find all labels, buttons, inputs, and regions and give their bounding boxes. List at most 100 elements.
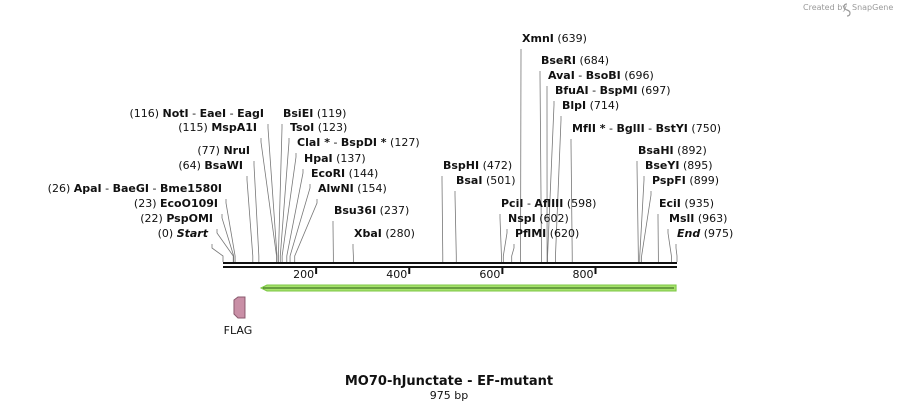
site-label[interactable]: Bsu36I (237) — [334, 204, 409, 217]
site-position: (137) — [336, 152, 366, 165]
enzyme-name: Bsu36I — [334, 204, 376, 217]
enzyme-name: BsaI — [456, 174, 482, 187]
site-position: (602) — [539, 212, 569, 225]
site-label[interactable]: PspFI (899) — [652, 174, 719, 187]
site-position: (23) — [134, 197, 157, 210]
site-label[interactable]: (23) EcoO109I — [134, 197, 218, 210]
site-position: (935) — [684, 197, 714, 210]
site-label[interactable]: TsoI (123) — [290, 121, 347, 134]
site-label[interactable]: PflMI (620) — [515, 227, 579, 240]
map-title: MO70-hJunctate - EF-mutant — [345, 374, 553, 389]
site-leader-line — [454, 191, 457, 262]
site-label[interactable]: BspHI (472) — [443, 159, 512, 172]
site-leader-line — [499, 214, 502, 262]
enzyme-name: PspOMI — [166, 212, 213, 225]
site-leader-line — [289, 184, 311, 262]
site-separator: - — [330, 136, 341, 149]
site-position: (963) — [698, 212, 728, 225]
enzyme-name: Bme1580I — [160, 182, 222, 195]
enzyme-name: AflIII — [534, 197, 563, 210]
site-position: (115) — [178, 121, 208, 134]
site-label[interactable]: NspI (602) — [508, 212, 569, 225]
site-position: (750) — [691, 122, 721, 135]
site-label[interactable]: ClaI * - BspDI * (127) — [297, 136, 420, 149]
site-label[interactable]: MfII * - BglII - BstYI (750) — [572, 122, 721, 135]
site-label[interactable]: AlwNI (154) — [318, 182, 387, 195]
flag-feature-arrow[interactable] — [233, 296, 246, 319]
site-label[interactable]: XmnI (639) — [522, 32, 587, 45]
site-label[interactable]: XbaI (280) — [354, 227, 415, 240]
sequence-length: 975 bp — [430, 389, 468, 402]
snapgene-credit: Created by SnapGene — [803, 3, 893, 17]
site-label[interactable]: (77) NruI — [197, 144, 250, 157]
site-leader-line — [555, 116, 562, 262]
site-leader-line — [267, 124, 278, 262]
site-position: (123) — [318, 121, 348, 134]
site-separator: - — [226, 107, 237, 120]
ruler-tick-label: 200 — [293, 268, 314, 281]
enzyme-name: BseRI — [541, 54, 576, 67]
site-label[interactable]: HpaI (137) — [304, 152, 366, 165]
enzyme-name: ClaI * — [297, 136, 330, 149]
enzyme-name: BglII — [616, 122, 644, 135]
enzyme-name: BaeGI — [113, 182, 149, 195]
ruler-tick-label: 800 — [573, 268, 594, 281]
site-label[interactable]: BlpI (714) — [562, 99, 619, 112]
site-label[interactable]: BsiEI (119) — [283, 107, 346, 120]
site-leader-line — [260, 138, 277, 262]
site-leader-line — [641, 191, 652, 262]
site-position: (697) — [641, 84, 671, 97]
ruler-tick-label: 400 — [386, 268, 407, 281]
site-leader-line — [211, 244, 224, 262]
site-label[interactable]: (0) Start — [158, 227, 209, 240]
site-leader-line — [547, 101, 555, 262]
site-label[interactable]: PciI - AflIII (598) — [501, 197, 596, 210]
site-label[interactable]: BsaHI (892) — [638, 144, 707, 157]
site-position: (696) — [624, 69, 654, 82]
site-position: (237) — [380, 204, 410, 217]
site-leader-line — [675, 244, 678, 262]
site-leader-lines — [211, 49, 678, 262]
enzyme-name: BsaHI — [638, 144, 674, 157]
site-position: (684) — [579, 54, 609, 67]
site-separator: - — [606, 122, 617, 135]
enzyme-name: BsoBI — [586, 69, 621, 82]
site-position: (975) — [704, 227, 734, 240]
enzyme-name: MspA1I — [211, 121, 257, 134]
enzyme-name: BspMI — [600, 84, 638, 97]
site-leader-line — [225, 199, 236, 262]
site-label[interactable]: (115) MspA1I — [178, 121, 257, 134]
enzyme-name: BspDI * — [341, 136, 387, 149]
site-label[interactable]: AvaI - BsoBI (696) — [548, 69, 654, 82]
site-position: (77) — [197, 144, 220, 157]
site-position: (116) — [129, 107, 159, 120]
site-label[interactable]: (26) ApaI - BaeGI - Bme1580I — [48, 182, 222, 195]
site-label[interactable]: EcoRI (144) — [311, 167, 378, 180]
site-label[interactable]: (116) NotI - EaeI - EagI — [129, 107, 264, 120]
site-position: (64) — [178, 159, 201, 172]
site-leader-line — [441, 176, 444, 262]
site-label[interactable]: (64) BsaWI — [178, 159, 243, 172]
site-position: (127) — [390, 136, 420, 149]
enzyme-name: BfuAI — [555, 84, 589, 97]
site-position: (598) — [567, 197, 597, 210]
enzyme-name: AlwNI — [318, 182, 354, 195]
snapgene-logo-icon — [843, 3, 851, 17]
site-label[interactable]: BseRI (684) — [541, 54, 609, 67]
site-labels: (0) Start (22) PspOMI (23) EcoO109I (26) Ap… — [48, 32, 734, 240]
site-position: (639) — [557, 32, 587, 45]
site-separator: - — [102, 182, 113, 195]
site-label[interactable]: BsaI (501) — [456, 174, 516, 187]
site-leader-line — [539, 71, 542, 262]
enzyme-name: End — [677, 227, 700, 240]
site-label[interactable]: End (975) — [677, 227, 733, 240]
site-label[interactable]: BfuAI - BspMI (697) — [555, 84, 671, 97]
site-label[interactable]: BseYI (895) — [645, 159, 713, 172]
site-label[interactable]: EciI (935) — [659, 197, 714, 210]
site-position: (144) — [349, 167, 379, 180]
enzyme-name: BsiEI — [283, 107, 313, 120]
site-label[interactable]: (22) PspOMI — [140, 212, 213, 225]
site-leader-line — [639, 176, 645, 262]
site-position: (899) — [689, 174, 719, 187]
site-label[interactable]: MslI (963) — [669, 212, 727, 225]
